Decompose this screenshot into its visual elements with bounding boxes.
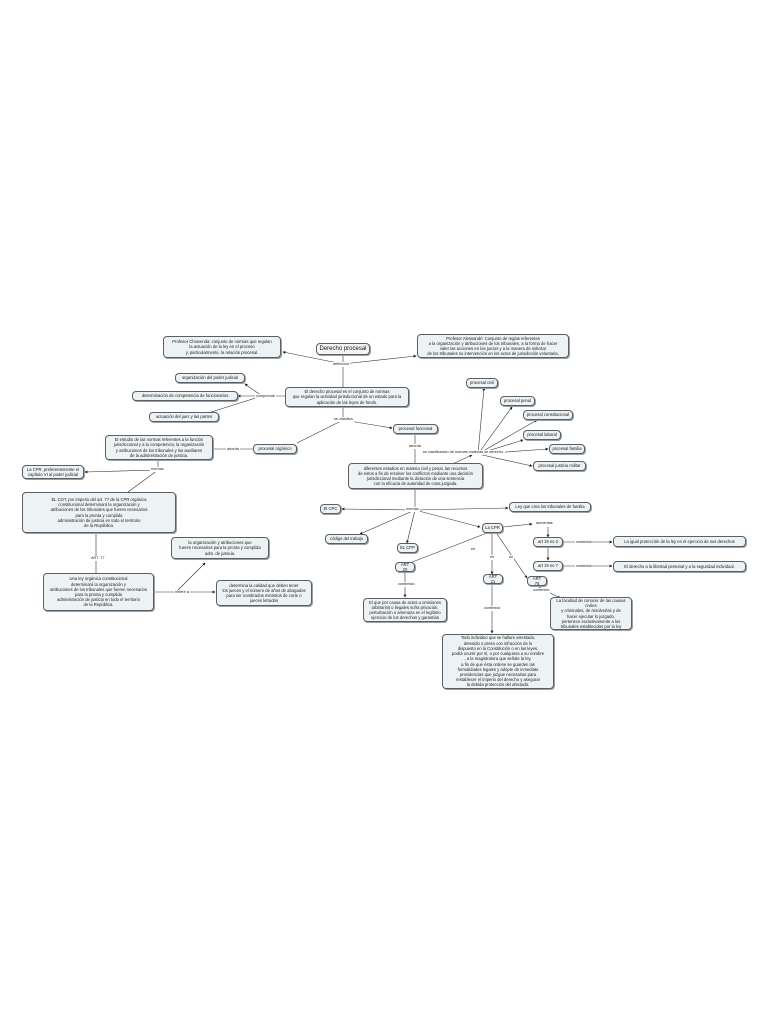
node-art76-desc[interactable]: La facultad de conocer de las causas civ… — [550, 597, 632, 630]
node-art19-3[interactable]: art 19 no 3 — [533, 537, 563, 547]
edge-label-contenido-4: contenido — [483, 606, 502, 611]
edge-label-en-2: en — [489, 555, 496, 560]
node-la-cpr[interactable]: La CPR — [482, 523, 503, 533]
node-organico-desc[interactable]: El estudio de las normas referentes a la… — [105, 435, 213, 460]
node-el-cpp[interactable]: EL CPP — [397, 543, 418, 553]
node-organizacion-atribuciones[interactable]: la organización y atribuciones que fuere… — [171, 537, 269, 559]
node-calidad-jueces[interactable]: determina la calidad que deben tener los… — [216, 580, 312, 606]
node-funcional-desc[interactable]: diferentes estudios en materia civil y p… — [348, 463, 483, 489]
node-competencia[interactable]: determinación de competencia de funciona… — [132, 391, 238, 401]
node-procesal-familia[interactable]: procesal familia — [549, 444, 585, 454]
edge-label-normas: normas — [150, 467, 165, 472]
node-procesal-militar[interactable]: procesal justicia militar — [533, 461, 586, 471]
node-art21[interactable]: ART 21 — [483, 574, 503, 584]
edge-label-comprende: comprende — [255, 394, 276, 399]
node-organizacion-poder[interactable]: organización del poder judicial — [175, 373, 245, 383]
edge-label-definicion: definición — [332, 362, 351, 367]
node-igual-proteccion[interactable]: La igual protección de la ley en el ejer… — [613, 536, 746, 547]
node-procesal-funcional[interactable]: procesal funcional — [393, 424, 438, 434]
edge-label-clasificacion: se clasificacion de normas materias se d… — [422, 450, 506, 455]
edge-label-aumentas: aumentas — [535, 521, 554, 526]
node-derecho-procesal[interactable]: Derecho procesal — [316, 343, 370, 355]
edge-label-se-clasifica: se clasifica — [333, 417, 354, 422]
node-procesal-constitucional[interactable]: procesal constitucional — [523, 410, 573, 420]
edge-label-aborda: aborda — [226, 447, 240, 452]
edge-label-normas-2: normas — [405, 507, 420, 512]
node-definition[interactable]: El derecho procesal es el conjunto de no… — [285, 387, 409, 407]
node-cpr-capitulo[interactable]: La CPR, preferentemente el capítulo VI a… — [22, 465, 84, 479]
node-procesal-laboral[interactable]: procesal laboral — [523, 430, 561, 440]
edge-label-contenido-1: contenido — [575, 540, 594, 545]
edge-label-art77: ART. 77 — [90, 556, 106, 561]
node-art20-desc[interactable]: El que por causa de actos u omisiones ar… — [363, 598, 447, 622]
node-chiovenda[interactable]: Profesor Chiovenda: conjunto de normas q… — [163, 336, 281, 358]
edge-label-contenido-3: contenido — [397, 582, 416, 587]
edge-label-aborda-2: aborda — [408, 444, 422, 449]
node-procesal-penal[interactable]: procesal penal — [500, 396, 535, 406]
edge-label-refiere-a: refiere a — [174, 590, 190, 595]
node-codigo-trabajo[interactable]: código del trabajo — [325, 534, 368, 544]
edge-label-en-3: en — [508, 555, 515, 560]
node-procesal-civil[interactable]: procesal civil — [466, 378, 498, 388]
node-cot[interactable]: EL COT, por imperio del art. 77 de la CP… — [22, 492, 176, 533]
edge-label-contenido-2: contenido — [575, 564, 594, 569]
node-ley-familia[interactable]: Ley que crea los tribunales de familia — [509, 502, 591, 512]
node-libertad-personal[interactable]: El derecho a la libertad personal y a la… — [613, 561, 746, 572]
node-actuacion-juez[interactable]: actuación del juez y las partes — [149, 412, 219, 422]
node-procesal-organico[interactable]: procesal orgánico — [253, 444, 297, 454]
node-art21-desc[interactable]: Todo individuo que se hallare arrestado,… — [442, 634, 554, 689]
edge-label-en-1: en — [470, 547, 477, 552]
node-el-cpc[interactable]: El CPC — [320, 504, 341, 514]
node-art76[interactable]: ART 76 — [527, 576, 547, 586]
node-ley-organica[interactable]: Una ley orgánica constitucional determin… — [43, 573, 154, 611]
edge-label-contenido-5: contenido — [532, 588, 551, 593]
node-alessandri[interactable]: Profesor Alessandri: Conjunto de reglas … — [417, 334, 569, 358]
node-art20[interactable]: ART 20 — [395, 562, 415, 572]
node-art19-7[interactable]: art 19 no 7 — [533, 561, 563, 571]
